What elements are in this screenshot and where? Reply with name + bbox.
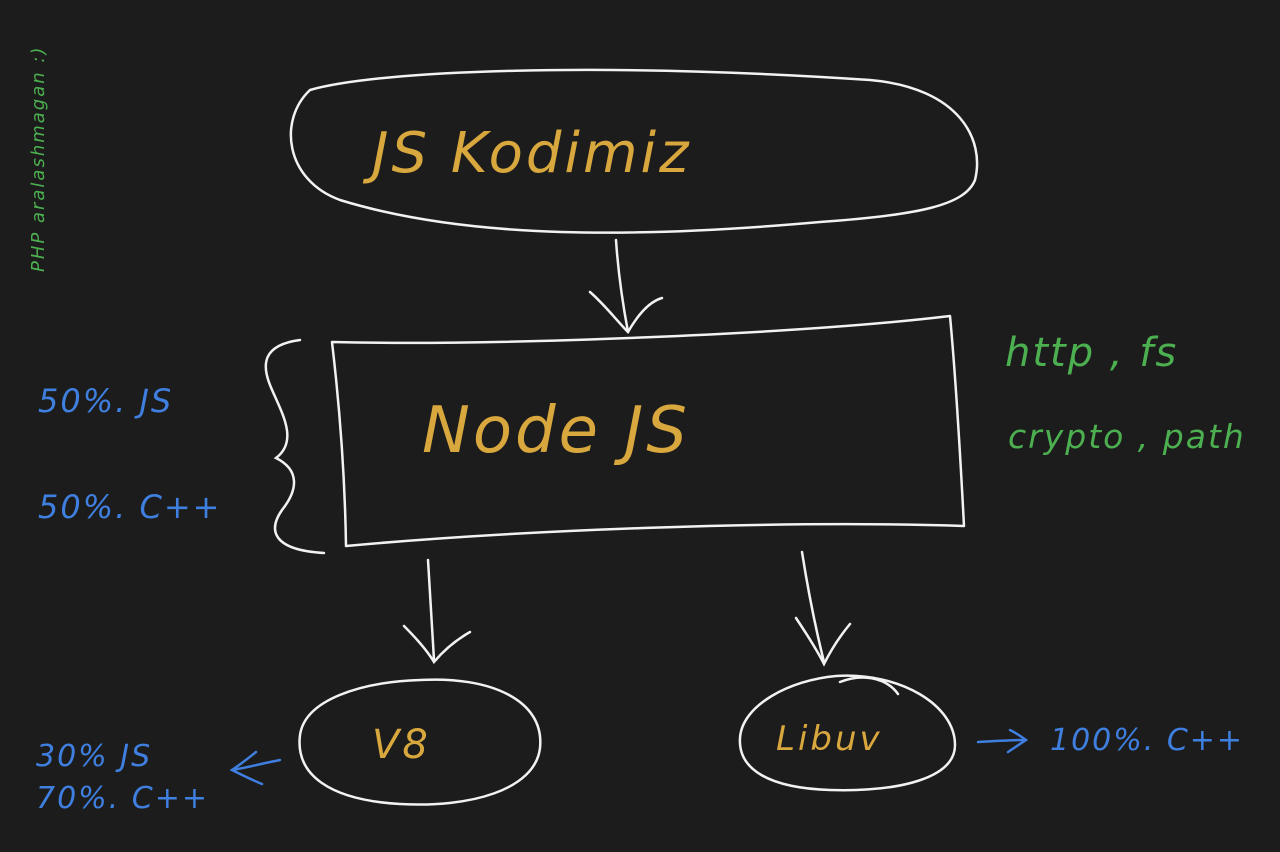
v8-js-share: 30% JS	[36, 739, 152, 774]
arrow-v8-to-shares	[229, 750, 282, 786]
libuv-node-outline	[738, 674, 957, 792]
node-js-box-outline	[330, 314, 966, 548]
libuv-outline-overlap	[838, 676, 900, 696]
js-code-node-label: JS Kodimiz	[362, 121, 691, 186]
node-js-js-share: 50%. JS	[38, 382, 173, 420]
arrow-js-to-node	[588, 238, 664, 335]
arrow-node-to-v8	[402, 558, 472, 665]
curly-brace	[264, 338, 326, 555]
v8-cpp-share: 70%. C++	[36, 781, 209, 816]
node-js-cpp-share: 50%. C++	[38, 488, 221, 526]
arrow-node-to-libuv	[794, 550, 852, 667]
node-js-label: Node JS	[422, 394, 690, 468]
libuv-cpp-share: 100%. C++	[1050, 723, 1244, 758]
js-code-node-outline	[289, 68, 979, 234]
builtin-modules-line2: crypto , path	[1008, 417, 1246, 456]
v8-node-outline	[298, 678, 542, 806]
v8-label: V8	[372, 722, 431, 768]
arrow-libuv-to-share	[976, 728, 1029, 754]
builtin-modules-line1: http , fs	[1005, 330, 1178, 376]
side-note: PHP aralashmagan :)	[28, 46, 49, 272]
libuv-label: Libuv	[776, 719, 883, 759]
